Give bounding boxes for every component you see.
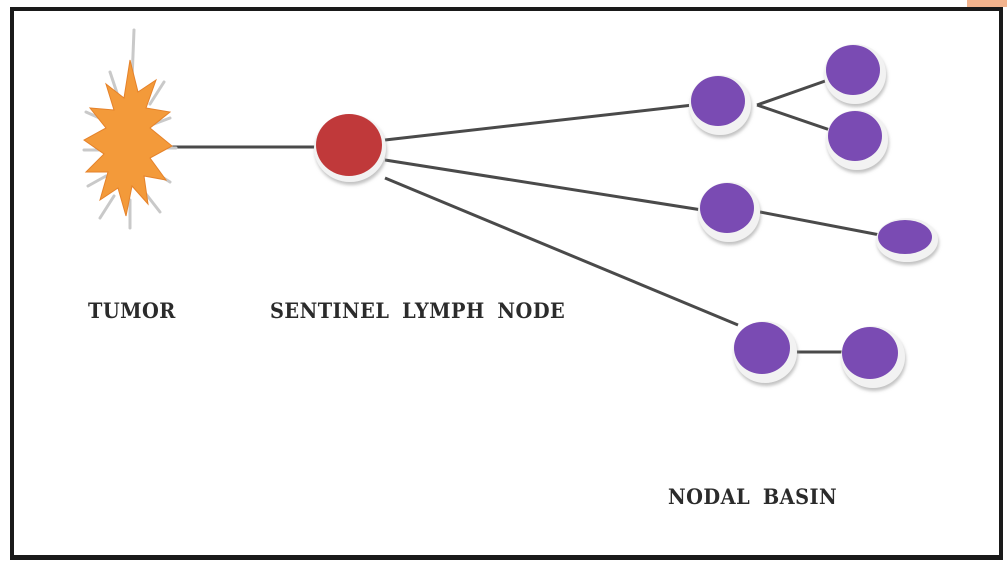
basin-node bbox=[733, 321, 797, 383]
basin-node bbox=[689, 75, 751, 135]
basin-branch-upper-a-line bbox=[756, 78, 829, 107]
basin-nodes bbox=[689, 44, 938, 388]
nodal-basin-label: NODAL BASIN bbox=[668, 484, 838, 509]
basin-node bbox=[698, 182, 760, 242]
basin-branch-upper-b-line bbox=[756, 103, 831, 132]
sentinel-to-basin-lower-line bbox=[384, 176, 739, 327]
basin-node bbox=[841, 326, 905, 388]
tumor-label: TUMOR bbox=[88, 298, 176, 323]
basin-node bbox=[876, 218, 938, 262]
basin-branch-middle-line bbox=[759, 210, 881, 237]
basin-node bbox=[824, 44, 886, 104]
sentinel-to-basin-upper-line bbox=[384, 103, 694, 142]
sentinel-node bbox=[316, 114, 382, 176]
diagram-frame bbox=[10, 7, 1003, 560]
basin-node bbox=[826, 110, 888, 170]
sentinel-to-basin-middle-line bbox=[384, 158, 703, 212]
corner-mark bbox=[967, 0, 1007, 7]
tumor-icon bbox=[82, 28, 178, 230]
sentinel-node-label: SENTINEL LYMPH NODE bbox=[270, 298, 566, 323]
connections bbox=[168, 78, 881, 354]
